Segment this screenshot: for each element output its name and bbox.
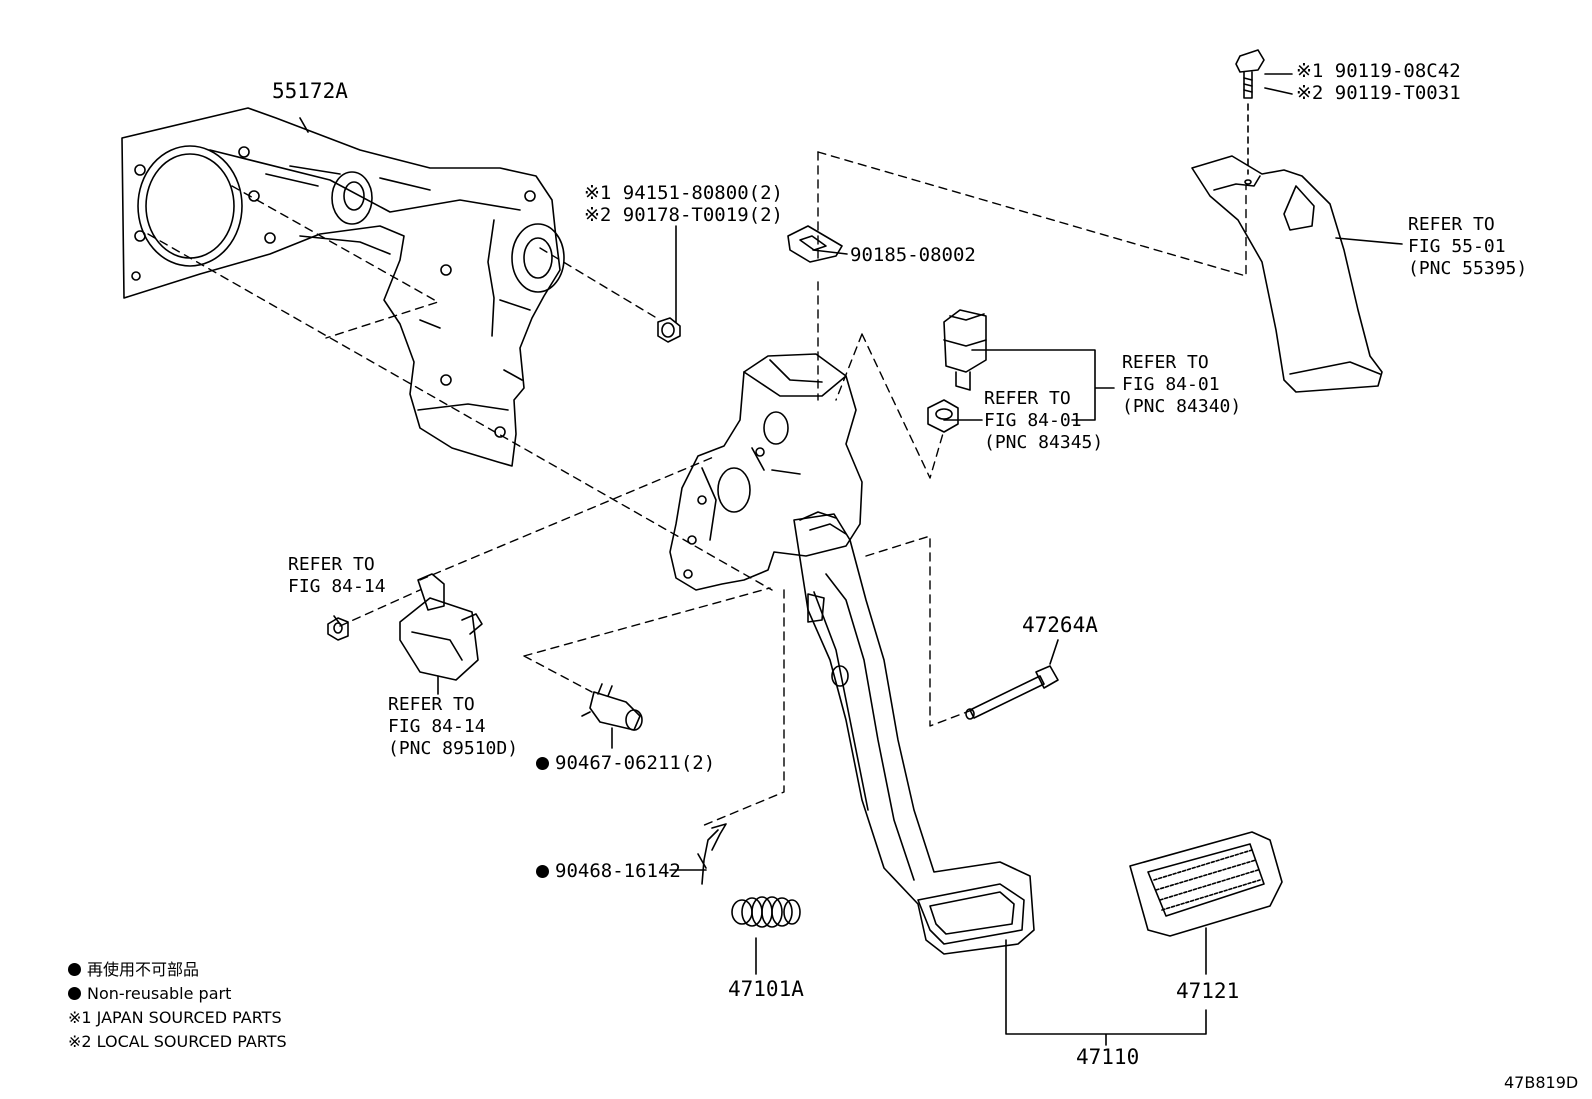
ref-line: (PNC 89510D) <box>388 738 519 759</box>
dash-bracket-upper <box>817 151 1247 277</box>
part-label-47121: 47121 <box>1176 979 1240 1003</box>
leader-84340 <box>971 349 1115 421</box>
non-reusable-marker <box>68 963 81 976</box>
switch-84340 <box>943 309 987 391</box>
dash-nut <box>539 247 661 321</box>
leader-lines <box>299 73 1403 1046</box>
part-label-stopper: 90467-06211(2) <box>536 752 715 774</box>
pedal-bracket <box>669 353 863 591</box>
part-label-55172a: 55172A <box>272 79 348 103</box>
ref-line: (PNC 84345) <box>984 432 1104 453</box>
part-label-47110: 47110 <box>1076 1045 1140 1069</box>
bolt-90119 <box>1235 49 1265 175</box>
dash-sensor-nut <box>339 589 421 627</box>
part-label-47101a: 47101A <box>728 977 804 1001</box>
leader-bolt <box>1264 73 1293 95</box>
ref-line: REFER TO <box>388 694 475 715</box>
ref-line: REFER TO <box>288 554 375 575</box>
legend-note-2: ※2 LOCAL SOURCED PARTS <box>68 1032 287 1051</box>
ref-note-84345: REFER TO FIG 84-01 (PNC 84345) <box>984 388 1103 454</box>
ref-note-84340: REFER TO FIG 84-01 (PNC 84340) <box>1122 352 1241 418</box>
legend-note-1: ※1 JAPAN SOURCED PARTS <box>68 1008 282 1027</box>
part-label-nut-jp: ※1 94151-80800(2) <box>584 182 783 204</box>
grommet-84345 <box>927 399 959 433</box>
pedal-arm-47110 <box>793 513 1035 955</box>
leader-47110 <box>1005 939 1207 1046</box>
part-label-bolt-local: ※2 90119-T0031 <box>1296 82 1461 104</box>
dash-bracket-hole <box>231 185 439 339</box>
part-number: 90468-16142 <box>555 860 681 882</box>
dash-pin-clip <box>701 589 785 827</box>
ref-note-89510d: REFER TO FIG 84-14 (PNC 89510D) <box>388 694 518 760</box>
ref-note-84-14: REFER TO FIG 84-14 <box>288 554 386 598</box>
non-reusable-marker <box>536 757 549 770</box>
leader-55395 <box>1335 237 1403 245</box>
dash-sensor <box>419 455 717 581</box>
bracket-55395 <box>1191 155 1383 393</box>
ref-line: FIG 84-14 <box>288 576 386 597</box>
part-label-pin-clip: 90468-16142 <box>536 860 681 882</box>
legend-text: Non-reusable part <box>87 984 232 1003</box>
legend-text: 再使用不可部品 <box>87 960 200 979</box>
ref-line: REFER TO <box>1408 214 1495 235</box>
ref-line: (PNC 55395) <box>1408 258 1528 279</box>
ref-line: (PNC 84340) <box>1122 396 1242 417</box>
part-number: 90467-06211(2) <box>555 752 716 774</box>
stopper-90467 <box>581 683 643 731</box>
clip-90468 <box>697 823 727 885</box>
figure-code: 47B819D <box>1504 1073 1579 1092</box>
ref-line: FIG 84-01 <box>984 410 1082 431</box>
dash-switch <box>835 333 945 479</box>
dash-bracket-pedal <box>147 233 773 591</box>
part-label-bolt-jp: ※1 90119-08C42 <box>1296 60 1461 82</box>
ref-line: FIG 84-14 <box>388 716 486 737</box>
clip-90185 <box>787 225 843 263</box>
part-label-nut-local: ※2 90178-T0019(2) <box>584 204 783 226</box>
part-label-47264a: 47264A <box>1022 613 1098 637</box>
non-reusable-marker <box>68 987 81 1000</box>
dash-pin <box>865 535 973 727</box>
ref-note-55395: REFER TO FIG 55-01 (PNC 55395) <box>1408 214 1527 280</box>
ref-line: REFER TO <box>984 388 1071 409</box>
dash-stopper <box>523 587 771 693</box>
bracket-55172a <box>121 107 565 467</box>
nut-94151 <box>657 317 681 343</box>
assembly-lines <box>147 151 1247 827</box>
pin-47264a <box>965 665 1059 720</box>
spring-47101a <box>731 896 801 928</box>
non-reusable-marker <box>536 865 549 878</box>
nut-84-14 <box>327 617 349 641</box>
pad-47121 <box>1129 831 1283 937</box>
legend-row-en: Non-reusable part <box>68 982 287 1006</box>
legend: 再使用不可部品 Non-reusable part ※1 JAPAN SOURC… <box>68 958 287 1054</box>
sensor-89510d <box>399 573 483 681</box>
part-label-clip: 90185-08002 <box>850 244 976 266</box>
ref-line: FIG 84-01 <box>1122 374 1220 395</box>
leader-47264a <box>1049 639 1059 665</box>
ref-line: FIG 55-01 <box>1408 236 1506 257</box>
ref-line: REFER TO <box>1122 352 1209 373</box>
legend-row-jp: 再使用不可部品 <box>68 958 287 982</box>
